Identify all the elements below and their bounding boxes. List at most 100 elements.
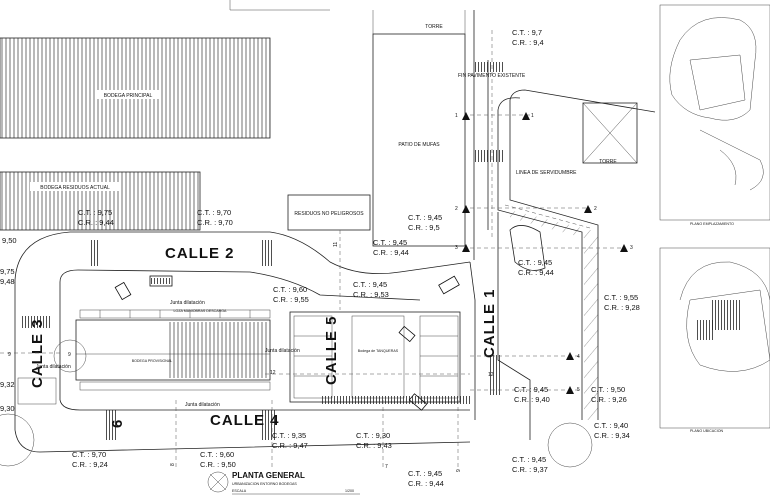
lvl-8-cr: C.R. : 9,28	[604, 303, 640, 312]
marker-9c: 9	[68, 352, 71, 358]
lvl-2-ct: C.T. : 9,45	[408, 213, 442, 222]
calle-6-label: 6	[109, 419, 126, 428]
torre-structure: TORRE	[582, 102, 638, 165]
bodega-principal-label: BODEGA PRINCIPAL	[104, 93, 153, 99]
tanques-label: Bodega de TANQUERAS	[358, 349, 399, 353]
inset-location-bottom: PLANO UBICACION	[659, 247, 770, 433]
left-edge-circle	[0, 413, 35, 467]
loza-label: LOZA MANIOBRAS DESCARGA	[174, 309, 228, 313]
level-annotations: C.T. : 9,75 C.R. : 9,44 C.T. : 9,70 C.R.…	[72, 28, 640, 488]
calle-4-label: CALLE 4	[210, 412, 280, 429]
residuos-label: RESIDUOS NO PELIGROSOS	[294, 211, 364, 217]
joint-label-4: Junta dilatación	[185, 402, 220, 408]
calle-5-label: CALLE 5	[323, 315, 340, 385]
truck-icons	[114, 275, 460, 411]
bodega-residuos: BODEGA RESIDUOS ACTUAL	[0, 171, 201, 231]
lvl-7-ct: C.T. : 9,45	[353, 280, 387, 289]
lvl-3-cr: C.R. : 9,44	[373, 248, 409, 257]
bodega-principal: BODEGA PRINCIPAL	[0, 37, 271, 139]
scale-label: ESCALA	[232, 489, 247, 493]
lvl-4-ct: C.T. : 9,7	[512, 28, 542, 37]
edge-lvl-0: 9,50	[2, 236, 17, 245]
access-road	[473, 10, 656, 440]
lvl-14-cr: C.R. : 9,24	[72, 460, 108, 469]
lvl-12-ct: C.T. : 9,35	[272, 431, 306, 440]
lvl-0-cr: C.R. : 9,44	[78, 218, 114, 227]
marker-12b: 12	[488, 372, 494, 378]
marker-9: 9	[456, 469, 462, 472]
lvl-16-ct: C.T. : 9,45	[512, 455, 546, 464]
section-lines	[0, 114, 625, 470]
edge-lvl-2: 9,48	[0, 277, 15, 286]
lvl-14-ct: C.T. : 9,70	[72, 450, 106, 459]
lvl-8-ct: C.T. : 9,55	[604, 293, 638, 302]
lvl-1-ct: C.T. : 9,70	[197, 208, 231, 217]
inset-bottom-caption: PLANO UBICACION	[690, 429, 724, 433]
lvl-13-ct: C.T. : 9,30	[356, 431, 390, 440]
marker-4: 4	[577, 354, 580, 360]
marker-1: 1	[455, 113, 458, 119]
marker-2: 2	[455, 206, 458, 212]
lvl-10-cr: C.R. : 9,26	[591, 395, 627, 404]
lvl-3-ct: C.T. : 9,45	[373, 238, 407, 247]
patio-mufas: PATIO DE MUFAS TORRE	[372, 10, 466, 247]
lvl-9-cr: C.R. : 9,40	[514, 395, 550, 404]
joint-label-2: Junta dilatación	[265, 348, 300, 354]
marker-3b: 3	[630, 245, 633, 251]
section-markers: 1 1 2 2 3 3 4 5 8 7 9 9 9 12 12 11	[8, 112, 633, 472]
plan-title: PLANTA GENERAL	[232, 471, 305, 480]
lvl-6-ct: C.T. : 9,60	[273, 285, 307, 294]
lvl-11-ct: C.T. : 9,40	[594, 421, 628, 430]
residuos-no-peligrosos: RESIDUOS NO PELIGROSOS	[287, 194, 371, 231]
calle-1-label: CALLE 1	[481, 288, 498, 358]
marker-7: 7	[385, 464, 388, 470]
scale-value: 1/200	[345, 489, 354, 493]
edge-lvl-4: 9,30	[0, 404, 15, 413]
lvl-16-cr: C.R. : 9,37	[512, 465, 548, 474]
calle-2-label: CALLE 2	[165, 245, 235, 262]
lvl-13-cr: C.R. : 9,43	[356, 441, 392, 450]
plan-subtitle: URBANIZACION ENTORNO BODEGAS	[232, 482, 297, 486]
lvl-5-ct: C.T. : 9,45	[518, 258, 552, 267]
lvl-7-cr: C.R. : 9,53	[353, 290, 389, 299]
marker-11: 11	[333, 242, 339, 247]
lvl-4-cr: C.R. : 9,4	[512, 38, 544, 47]
lvl-17-ct: C.T. : 9,45	[408, 469, 442, 478]
lvl-1-cr: C.R. : 9,70	[197, 218, 233, 227]
central-bodega: BODEGA PROVISIONAL LOZA MANIOBRAS DESCAR…	[53, 309, 271, 391]
lvl-17-cr: C.R. : 9,44	[408, 479, 444, 488]
marker-8: 8	[170, 463, 176, 466]
marker-1b: 1	[531, 113, 534, 119]
linea-servidumbre-label: LINEA DE SERVIDUMBRE	[516, 170, 577, 176]
joint-label-3: Junta dilatación	[36, 364, 71, 370]
bodega-provisional-label: BODEGA PROVISIONAL	[132, 359, 173, 363]
marker-12: 12	[270, 370, 276, 376]
parking-area: Bodega de TANQUERAS	[289, 311, 461, 403]
lvl-5-cr: C.R. : 9,44	[518, 268, 554, 277]
right-road-circle	[547, 422, 593, 468]
marker-3: 3	[455, 245, 458, 251]
lvl-6-cr: C.R. : 9,55	[273, 295, 309, 304]
torre-top-label: TORRE	[425, 24, 443, 30]
patio-mufas-label: PATIO DE MUFAS	[398, 142, 440, 148]
edge-lvl-3: 9,32	[0, 380, 15, 389]
torre-label: TORRE	[599, 159, 617, 165]
lvl-15-cr: C.R. : 9,50	[200, 460, 236, 469]
lvl-10-ct: C.T. : 9,50	[591, 385, 625, 394]
lvl-9-ct: C.T. : 9,45	[514, 385, 548, 394]
lvl-15-ct: C.T. : 9,60	[200, 450, 234, 459]
edge-lvl-1: 9,75	[0, 267, 15, 276]
inset-location-top: PLANO EMPLAZAMIENTO	[659, 4, 770, 226]
lvl-12-cr: C.R. : 9,47	[272, 441, 308, 450]
marker-5: 5	[577, 387, 580, 393]
marker-9b: 9	[8, 352, 11, 358]
marker-2b: 2	[594, 206, 597, 212]
lvl-0-ct: C.T. : 9,75	[78, 208, 112, 217]
title-block: PLANTA GENERAL URBANIZACION ENTORNO BODE…	[207, 471, 360, 495]
inset-top-caption: PLANO EMPLAZAMIENTO	[690, 222, 734, 226]
lvl-2-cr: C.R. : 9,5	[408, 223, 440, 232]
edge-levels: 9,50 9,75 9,48 9,32 9,30	[0, 236, 17, 413]
bodega-residuos-label: BODEGA RESIDUOS ACTUAL	[40, 185, 110, 191]
lvl-11-cr: C.R. : 9,34	[594, 431, 630, 440]
